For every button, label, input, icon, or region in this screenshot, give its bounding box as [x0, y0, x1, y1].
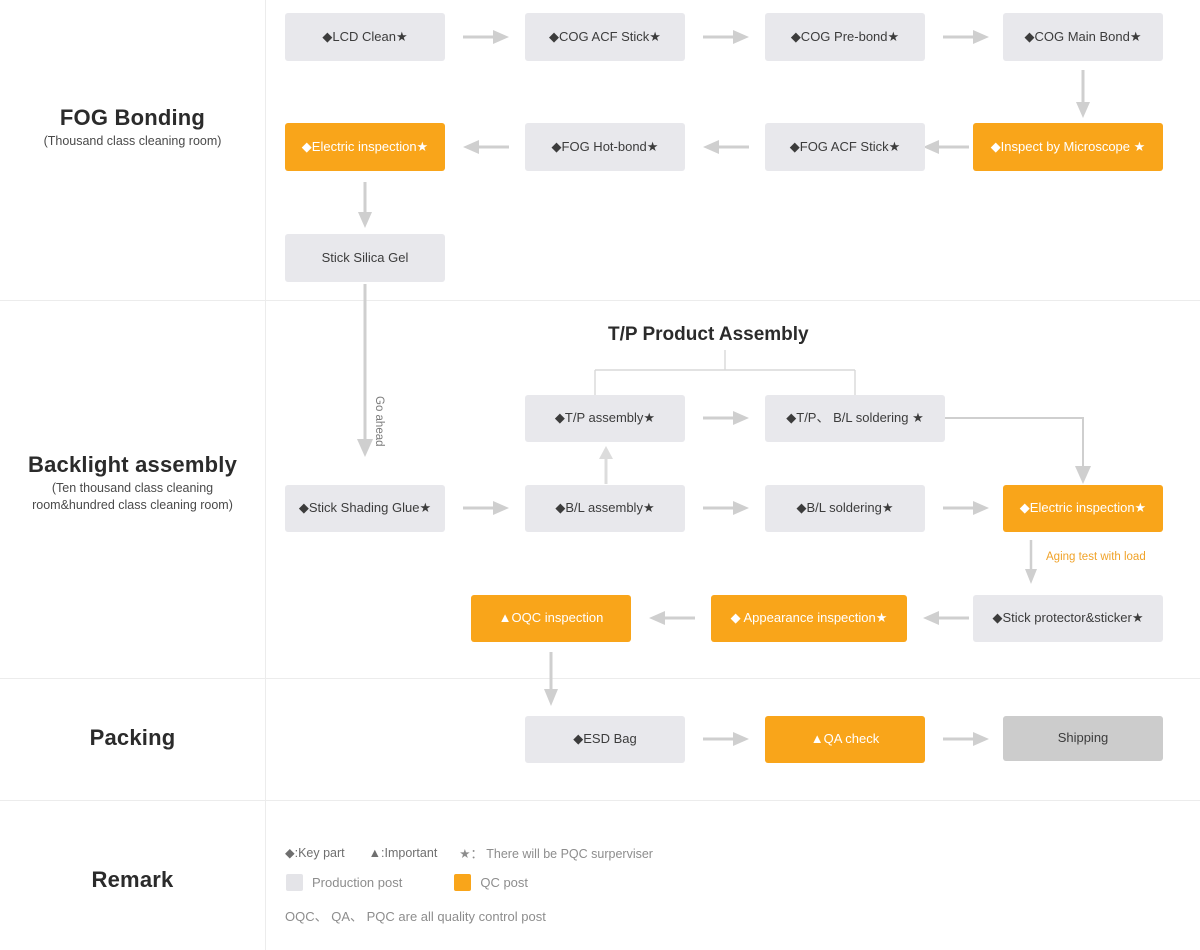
- divider-label-column: [265, 0, 266, 950]
- box-qa-check[interactable]: ▲QA check: [765, 716, 925, 763]
- legend-qc-post: QC post: [480, 875, 529, 890]
- arrow-hot-bond-to-electric-inspection: [461, 137, 511, 157]
- arrow-oqc-to-esd-bag: [541, 650, 561, 708]
- arrow-microscope-to-fog-acf: [921, 137, 971, 157]
- qc-post-swatch: [454, 874, 472, 891]
- box-inspect-by-microscope[interactable]: ◆Inspect by Microscope ★: [973, 123, 1163, 171]
- arrow-tp-assembly-to-tp-bl-soldering: [701, 408, 751, 428]
- box-lcd-clean[interactable]: ◆LCD Clean★: [285, 13, 445, 61]
- section-label-packing: Packing: [0, 725, 265, 750]
- box-oqc-inspection[interactable]: ▲OQC inspection: [471, 595, 631, 642]
- divider-packing-remark: [0, 800, 1200, 801]
- section-title-packing: Packing: [89, 725, 176, 750]
- box-stick-silica-gel[interactable]: Stick Silica Gel: [285, 234, 445, 282]
- box-electric-inspection-backlight[interactable]: ◆Electric inspection★: [1003, 485, 1163, 532]
- section-label-backlight-assembly: Backlight assembly (Ten thousand class c…: [0, 452, 265, 514]
- arrow-cog-acf-to-prebond: [701, 27, 751, 47]
- box-appearance-inspection[interactable]: ◆ Appearance inspection★: [711, 595, 907, 642]
- arrow-main-bond-to-microscope: [1073, 68, 1093, 120]
- divider-fog-backlight: [0, 300, 1200, 301]
- box-cog-acf-stick[interactable]: ◆COG ACF Stick★: [525, 13, 685, 61]
- box-bl-soldering[interactable]: ◆B/L soldering★: [765, 485, 925, 532]
- box-electric-inspection-fog[interactable]: ◆Electric inspection★: [285, 123, 445, 171]
- legend-footnote: OQC、 QA、 PQC are all quality control pos…: [285, 909, 546, 924]
- arrow-fog-acf-to-hot-bond: [701, 137, 751, 157]
- section-title-fog-bonding: FOG Bonding: [59, 105, 206, 130]
- legend-pqc-supervisor: ★： There will be PQC surperviser: [459, 847, 653, 861]
- legend-key-part: ◆:Key part: [285, 846, 345, 860]
- box-tp-assembly[interactable]: ◆T/P assembly★: [525, 395, 685, 442]
- box-bl-assembly[interactable]: ◆B/L assembly★: [525, 485, 685, 532]
- section-subtitle-line1: (Ten thousand class cleaning: [51, 481, 214, 496]
- arrow-protector-to-appearance-inspection: [921, 608, 971, 628]
- arrow-prebond-to-main-bond: [941, 27, 991, 47]
- legend-important: ▲:Important: [368, 845, 438, 860]
- box-cog-pre-bond[interactable]: ◆COG Pre-bond★: [765, 13, 925, 61]
- box-tp-bl-soldering[interactable]: ◆T/P、 B/L soldering ★: [765, 395, 945, 442]
- label-aging-test-with-load: Aging test with load: [1046, 551, 1146, 563]
- section-subtitle-fog-bonding: (Thousand class cleaning room): [43, 134, 222, 149]
- section-label-remark: Remark: [0, 867, 265, 892]
- arrow-appearance-to-oqc-inspection: [647, 608, 697, 628]
- box-cog-main-bond[interactable]: ◆COG Main Bond★: [1003, 13, 1163, 61]
- bracket-tp-product-assembly: [590, 350, 870, 401]
- arrow-qa-check-to-shipping: [941, 729, 991, 749]
- box-stick-protector-sticker[interactable]: ◆Stick protector&sticker★: [973, 595, 1163, 642]
- arrow-bl-soldering-to-electric-inspection: [941, 498, 991, 518]
- legend-row-post-types: Production post QC post: [286, 874, 528, 891]
- arrow-lcd-clean-to-cog-acf: [461, 27, 511, 47]
- arrow-bl-assembly-to-tp-assembly: [597, 446, 615, 486]
- section-title-remark: Remark: [91, 867, 174, 892]
- box-fog-hot-bond[interactable]: ◆FOG Hot-bond★: [525, 123, 685, 171]
- group-title-tp-product-assembly: T/P Product Assembly: [608, 324, 809, 345]
- production-post-swatch: [286, 874, 303, 891]
- connector-tp-bl-soldering-to-electric-inspection: [945, 408, 1115, 493]
- arrow-go-ahead: [355, 284, 375, 459]
- section-subtitle-backlight-assembly: (Ten thousand class cleaning room&hundre…: [0, 480, 265, 514]
- arrow-esd-bag-to-qa-check: [701, 729, 751, 749]
- legend-row-footnote: OQC、 QA、 PQC are all quality control pos…: [285, 906, 546, 925]
- section-label-fog-bonding: FOG Bonding (Thousand class cleaning roo…: [0, 105, 265, 150]
- box-shipping[interactable]: Shipping: [1003, 716, 1163, 761]
- arrow-shading-glue-to-bl-assembly: [461, 498, 511, 518]
- divider-backlight-packing: [0, 678, 1200, 679]
- label-go-ahead: Go ahead: [373, 396, 385, 447]
- box-stick-shading-glue[interactable]: ◆Stick Shading Glue★: [285, 485, 445, 532]
- arrow-bl-assembly-to-bl-soldering: [701, 498, 751, 518]
- section-title-backlight-assembly: Backlight assembly: [27, 452, 238, 477]
- section-subtitle-line2: room&hundred class cleaning room): [32, 498, 233, 513]
- box-fog-acf-stick[interactable]: ◆FOG ACF Stick★: [765, 123, 925, 171]
- arrow-aging-test: [1022, 538, 1040, 586]
- legend-production-post: Production post: [312, 875, 403, 890]
- box-esd-bag[interactable]: ◆ESD Bag: [525, 716, 685, 763]
- legend-row-symbols: ◆:Key part ▲:Important ★： There will be …: [285, 843, 653, 862]
- arrow-electric-inspection-to-silica-gel: [355, 180, 375, 230]
